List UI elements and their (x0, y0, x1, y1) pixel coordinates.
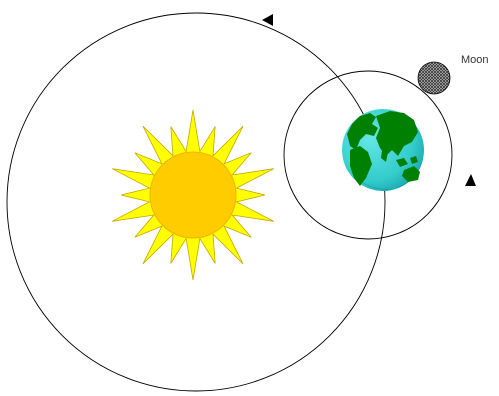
earth-icon (342, 109, 424, 191)
moon-icon (418, 62, 450, 94)
moon-orbit-arrowhead-icon (465, 174, 476, 186)
moon-label: Moon (461, 54, 489, 66)
sun-icon (112, 110, 274, 280)
earth-orbit-arrowhead-icon (262, 14, 273, 26)
moon-body (418, 62, 450, 94)
sun-disc (150, 152, 236, 238)
